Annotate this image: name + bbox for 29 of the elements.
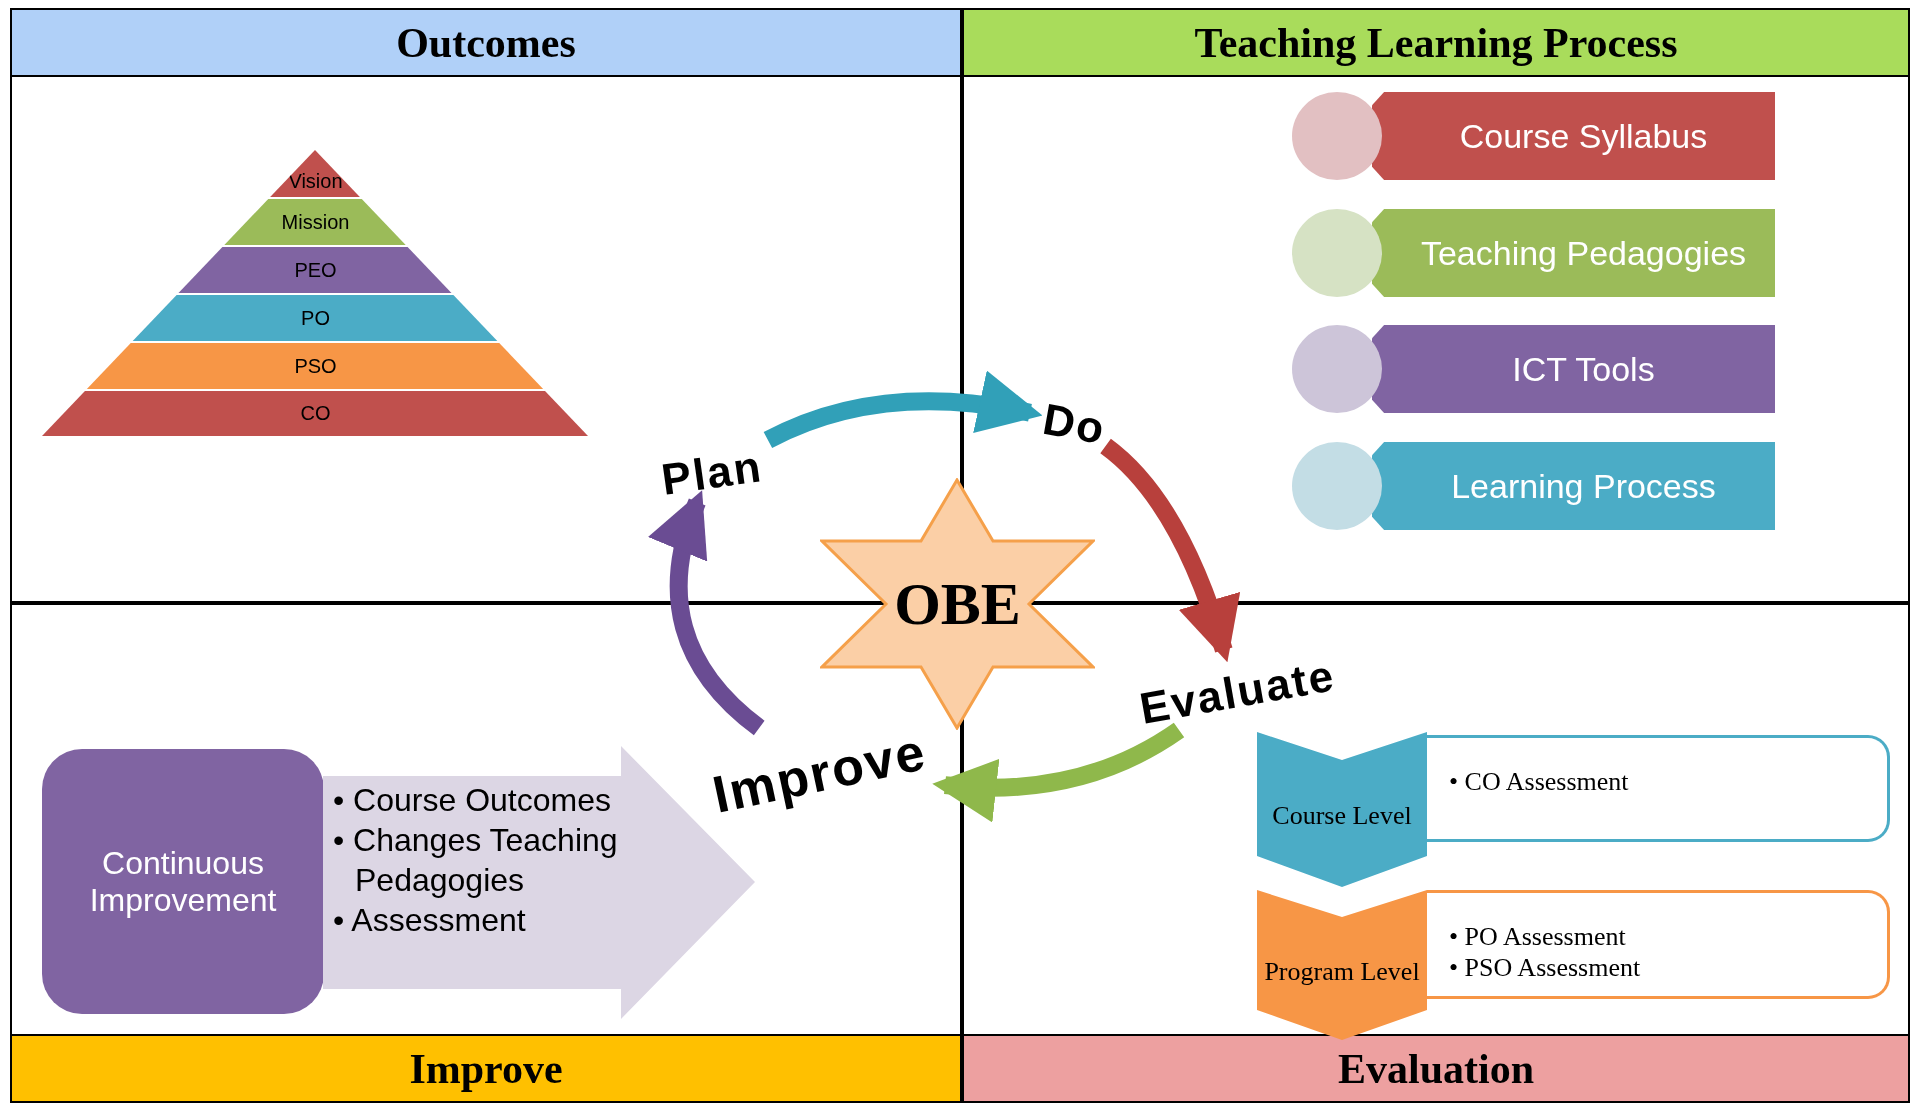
process-tab: Learning Process bbox=[1372, 442, 1775, 530]
step-label: Improve bbox=[685, 704, 954, 842]
bullet-item: • PO Assessment bbox=[1449, 921, 1626, 952]
bullet-item: • Assessment bbox=[333, 901, 527, 940]
section-header: Outcomes bbox=[12, 10, 960, 77]
level-banner: Program Level bbox=[1257, 890, 1427, 1040]
arrow bbox=[649, 490, 765, 735]
star-shape bbox=[820, 478, 1095, 730]
level-banner: Course Level bbox=[1257, 732, 1427, 887]
bullet-item: • PSO Assessment bbox=[1449, 952, 1641, 983]
pyramid-layer: CO bbox=[42, 391, 589, 436]
arrow bbox=[1100, 438, 1240, 663]
star-label: OBE bbox=[893, 570, 1022, 638]
assessment-box bbox=[1427, 735, 1890, 842]
process-tab: ICT Tools bbox=[1372, 325, 1775, 413]
bullet-item: • Course Outcomes bbox=[333, 781, 612, 820]
bullet-item: • Changes Teaching Pedagogies bbox=[333, 821, 619, 900]
step-label: Plan bbox=[643, 433, 781, 513]
arrow bbox=[763, 371, 1043, 449]
section-header: Evaluation bbox=[964, 1034, 1908, 1101]
section-header: Improve bbox=[12, 1034, 960, 1101]
section-header: Teaching Learning Process bbox=[964, 10, 1908, 77]
process-tab: Teaching Pedagogies bbox=[1372, 209, 1775, 297]
rounded-box: Continuous Improvement bbox=[42, 749, 324, 1014]
bullet-item: • CO Assessment bbox=[1449, 766, 1629, 797]
arrow bbox=[932, 722, 1184, 822]
assessment-box bbox=[1427, 890, 1890, 999]
process-tab: Course Syllabus bbox=[1372, 92, 1775, 180]
step-label: Do bbox=[1028, 393, 1121, 455]
